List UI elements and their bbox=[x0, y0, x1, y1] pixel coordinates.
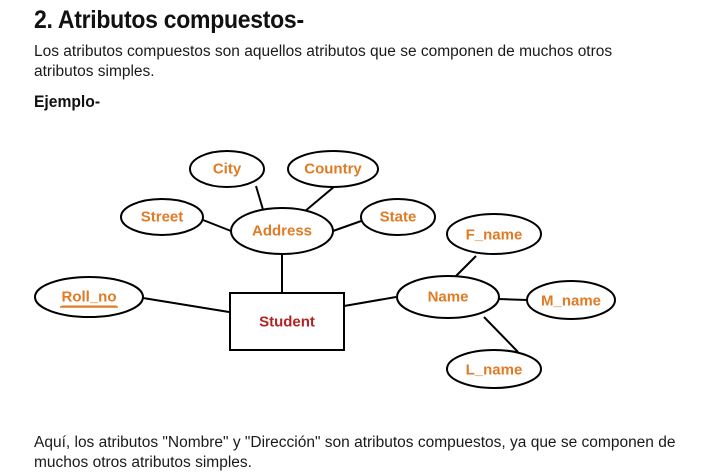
line-fname-name bbox=[453, 255, 477, 279]
attribute-fname bbox=[446, 213, 542, 255]
line-state-address bbox=[332, 219, 365, 232]
attribute-address bbox=[230, 207, 334, 255]
intro-paragraph: Los atributos compuestos son aquellos at… bbox=[34, 43, 613, 80]
connector-lines bbox=[142, 185, 528, 353]
line-rollno-student bbox=[142, 297, 230, 313]
attribute-name bbox=[396, 275, 500, 319]
line-mname-name bbox=[498, 298, 528, 301]
outro-paragraph: Aquí, los atributos "Nombre" y "Direcció… bbox=[34, 434, 676, 471]
label-lname: L_name bbox=[466, 362, 523, 379]
section-heading: 2. Atributos compuestos- bbox=[34, 6, 304, 34]
entity-student-box bbox=[229, 292, 345, 351]
label-country: Country bbox=[304, 161, 362, 178]
label-state: State bbox=[380, 209, 417, 226]
line-name-student bbox=[343, 296, 397, 307]
label-mname: M_name bbox=[541, 293, 601, 310]
attribute-lname bbox=[446, 349, 542, 389]
attribute-street bbox=[120, 198, 204, 236]
attribute-state bbox=[360, 198, 436, 236]
attribute-city bbox=[189, 150, 265, 188]
attribute-country bbox=[287, 150, 379, 188]
attribute-mname bbox=[526, 280, 616, 320]
line-country-address bbox=[303, 185, 336, 213]
label-fname: F_name bbox=[466, 227, 523, 244]
label-city: City bbox=[213, 161, 242, 178]
label-rollno: Roll_no bbox=[62, 289, 117, 306]
example-label: Ejemplo- bbox=[34, 92, 101, 111]
label-street: Street bbox=[141, 209, 184, 226]
line-street-address bbox=[202, 219, 232, 232]
label-student: Student bbox=[259, 314, 315, 331]
label-name: Name bbox=[428, 289, 469, 306]
line-lname-name bbox=[483, 316, 519, 353]
line-city-address bbox=[255, 185, 265, 214]
label-address: Address bbox=[252, 223, 312, 240]
